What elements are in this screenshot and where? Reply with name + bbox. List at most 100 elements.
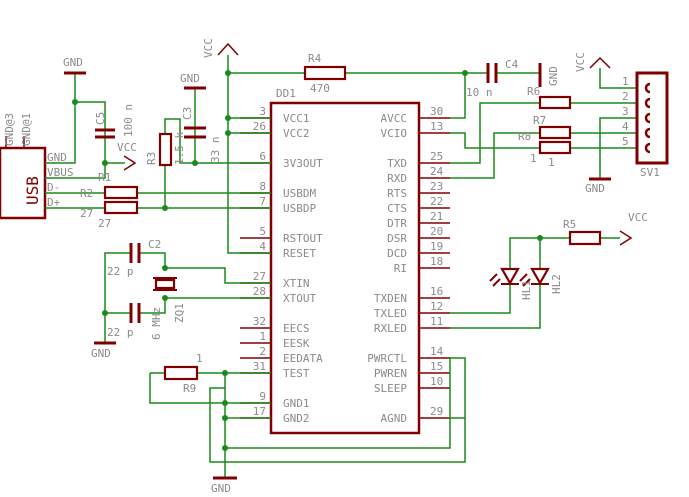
sv1-power-wires [599, 68, 640, 178]
r6-value: 1 [530, 152, 537, 165]
c5-capacitor[interactable] [95, 128, 115, 139]
zq1-label: ZQ1 [173, 303, 186, 323]
hl1-led[interactable] [489, 267, 520, 287]
c3-label: C3 [181, 107, 194, 120]
pin-name: TXLED [374, 307, 407, 320]
pin-name: PWREN [374, 367, 407, 380]
usb-pin-dplus: D+ [47, 196, 61, 209]
pin-number: 32 [253, 315, 266, 328]
pin-name: TXDEN [374, 292, 407, 305]
pin-number: 6 [259, 150, 266, 163]
pin-name: RXLED [374, 322, 407, 335]
junction-dot [162, 295, 168, 301]
junction-dot [162, 205, 168, 211]
r9-resistor[interactable] [163, 365, 199, 381]
pin-name: USBDP [283, 202, 316, 215]
hl2-led[interactable] [519, 267, 550, 287]
gnd-label: GND [91, 347, 111, 360]
gnd-label: GND [63, 56, 83, 69]
pin-number: 27 [253, 270, 266, 283]
hl1-label: HL1 [520, 280, 533, 300]
vcc-pin-wires [228, 117, 271, 134]
pin-number: 13 [430, 120, 443, 133]
crystal-capacitors[interactable] [129, 243, 141, 323]
avcc-vcio-wires [450, 73, 540, 149]
vcc-arrow-icon [619, 230, 633, 246]
vcc-arrow-icon [123, 155, 137, 171]
sv1-pin-number: 4 [622, 120, 629, 133]
r9-value: 1 [196, 352, 203, 365]
c2-value: 22 p [107, 265, 134, 278]
vcc-arrow-icon [589, 56, 611, 69]
pin-name: SLEEP [374, 382, 407, 395]
r4-resistor[interactable] [303, 65, 347, 81]
junction-dots [72, 70, 543, 451]
pin-name: XTIN [283, 277, 310, 290]
pin-number: 7 [259, 195, 266, 208]
pin-name: DTR [387, 217, 407, 230]
c3-capacitor[interactable] [184, 126, 206, 139]
vcc-label: VCC [117, 141, 137, 154]
pin-number: 30 [430, 105, 443, 118]
pin-number: 14 [430, 345, 444, 358]
r4-value: 470 [310, 82, 330, 95]
c4-capacitor[interactable] [486, 63, 498, 83]
pin-number: 1 [259, 330, 266, 343]
junction-dot [102, 160, 108, 166]
pin-name: VCC1 [283, 112, 310, 125]
pin-number: 18 [430, 255, 443, 268]
ft232-chip-body[interactable] [269, 101, 421, 435]
sv1-connector[interactable] [635, 71, 669, 165]
junction-dot [222, 415, 228, 421]
r8-value: 1 [548, 156, 555, 169]
pin-number: 26 [253, 120, 266, 133]
pin-name: USBDM [283, 187, 316, 200]
pin-name: TXD [387, 157, 407, 170]
gnd-label: GND [180, 72, 200, 85]
gnd-label: GND [585, 182, 605, 195]
r8-label: R8 [518, 130, 531, 143]
sv1-pin-number: 2 [622, 90, 629, 103]
pin-number: 23 [430, 180, 443, 193]
c4-label: C4 [505, 58, 519, 71]
r3-resistor[interactable] [158, 132, 173, 167]
pin-number: 4 [259, 240, 266, 253]
usb-pin-gnd: GND [47, 151, 67, 164]
r8-resistor[interactable] [538, 140, 572, 155]
r5-resistor[interactable] [568, 230, 602, 246]
pin-name: RTS [387, 187, 407, 200]
r1-resistor[interactable] [103, 200, 139, 215]
pin-name: 3V3OUT [283, 157, 323, 170]
r6-resistor[interactable] [538, 95, 572, 110]
r2-resistor[interactable] [103, 185, 139, 200]
sv1-label: SV1 [640, 166, 660, 179]
pin-number: 22 [430, 195, 443, 208]
pin-number: 16 [430, 285, 443, 298]
pin-number: 25 [430, 150, 443, 163]
r4-label: R4 [308, 52, 322, 65]
pin-name: RXD [387, 172, 407, 185]
zq1-crystal[interactable] [154, 278, 176, 290]
zq1-value: 6 MHz [150, 307, 163, 340]
c2-label: C2 [148, 238, 161, 251]
pin-name: DSR [387, 232, 407, 245]
pin-number: 29 [430, 405, 443, 418]
txd-wire [450, 102, 640, 164]
r3-value: 1.5 k [173, 132, 186, 165]
r3-wire [164, 118, 271, 208]
r2-value: 27 [80, 207, 93, 220]
pin-name: RESET [283, 247, 316, 260]
pin-name: PWRCTL [367, 352, 407, 365]
r6-label: R6 [527, 85, 540, 98]
junction-dot [102, 310, 108, 316]
r7-resistor[interactable] [538, 125, 572, 140]
r3-label: R3 [145, 152, 158, 165]
pin-number: 9 [259, 390, 266, 403]
r7-label: R7 [533, 114, 546, 127]
junction-dot [222, 370, 228, 376]
r9-label: R9 [183, 382, 196, 395]
usb-connector[interactable] [0, 146, 47, 220]
junction-dot [537, 235, 543, 241]
sv1-pin-number: 3 [622, 105, 629, 118]
